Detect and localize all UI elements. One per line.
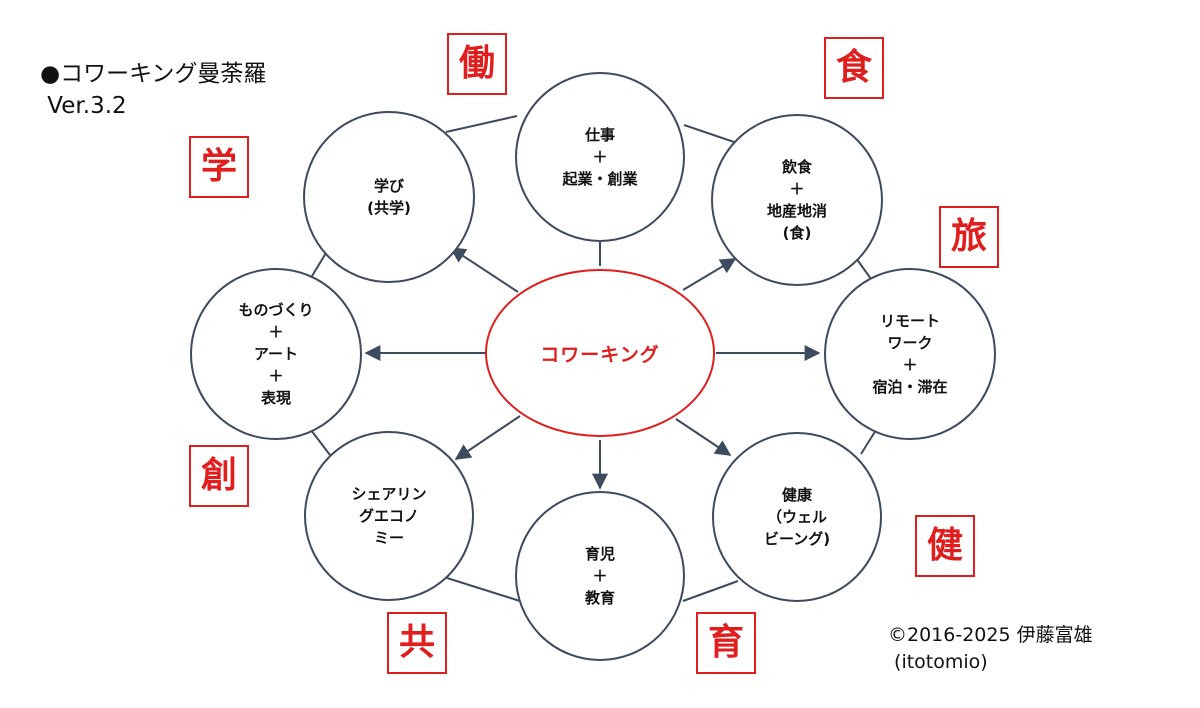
kanji-box-health: 健	[915, 515, 975, 577]
arrow-to-learn	[449, 247, 519, 293]
node-line: ＋	[789, 180, 805, 198]
node-line: ＋	[592, 148, 608, 166]
node-line: (共学)	[367, 199, 411, 217]
node-line: ＋	[902, 356, 918, 374]
node-line: 教育	[584, 589, 615, 607]
kanji-box-food: 食	[824, 37, 884, 99]
kanji-label: 健	[926, 525, 963, 566]
node-line: 地産地消	[766, 202, 827, 220]
node-health: 健康 （ウェル ビーング)	[712, 432, 882, 602]
diagram-title: ●コワーキング曼荼羅 Ver.3.2	[40, 58, 266, 122]
kanji-box-nurture: 育	[696, 612, 756, 674]
kanji-box-create: 創	[189, 445, 249, 507]
node-line: 飲食	[781, 158, 812, 176]
node-food: 飲食 ＋ 地産地消 (食)	[711, 114, 883, 286]
center-node-coworking: コワーキング	[485, 269, 715, 437]
kanji-box-learn: 学	[189, 136, 249, 198]
author-handle: (itotomio)	[888, 651, 988, 673]
kanji-label: 働	[458, 43, 495, 84]
node-line: ミー	[373, 529, 404, 547]
node-line: 表現	[260, 389, 291, 407]
node-line: 仕事	[584, 126, 615, 144]
node-line: 宿泊・滞在	[872, 378, 948, 396]
arrow-to-share	[454, 415, 521, 460]
ring-link-work-food	[683, 124, 738, 144]
kanji-label: 旅	[950, 216, 987, 257]
kanji-box-work: 働	[447, 33, 507, 95]
node-line: ビーング)	[763, 530, 831, 548]
ring-link-remote-health	[860, 429, 877, 455]
node-line: （ウェル	[766, 508, 827, 526]
ring-link-food-remote	[855, 257, 872, 280]
node-work: 仕事 ＋ 起業・創業	[515, 72, 685, 242]
arrow-to-health	[675, 418, 732, 456]
center-label: コワーキング	[540, 343, 660, 366]
node-line: ものづくり	[238, 301, 314, 319]
node-line: ＋	[592, 567, 608, 585]
node-line: グエコノ	[358, 507, 419, 525]
node-sharing-economy: シェアリン グエコノ ミー	[304, 431, 474, 601]
node-making: ものづくり ＋ アート ＋ 表現	[190, 268, 362, 440]
copyright-credit: ©2016-2025 伊藤富雄 (itotomio)	[888, 622, 1093, 676]
node-line: ＋	[268, 323, 284, 341]
ring-link-learn-work	[445, 115, 518, 133]
kanji-label: 共	[398, 622, 435, 663]
kanji-label: 食	[835, 47, 872, 88]
node-line: 起業・創業	[562, 170, 638, 188]
node-childcare: 育児 ＋ 教育	[515, 491, 685, 661]
node-line: シェアリン	[351, 485, 427, 503]
ring-link-health-child	[682, 580, 739, 602]
diagram-version: Ver.3.2	[40, 93, 127, 119]
kanji-label: 学	[200, 146, 237, 187]
kanji-box-travel: 旅	[939, 206, 999, 268]
node-line: 健康	[781, 486, 812, 504]
copyright-line: ©2016-2025 伊藤富雄	[888, 624, 1093, 646]
ring-link-share-make	[310, 429, 331, 456]
kanji-label: 創	[200, 455, 237, 496]
node-line: アート	[253, 345, 299, 363]
ring-link-child-share	[446, 577, 521, 602]
kanji-label: 育	[707, 622, 744, 663]
kanji-box-together: 共	[387, 612, 447, 674]
node-line: (食)	[782, 224, 812, 242]
arrow-to-food	[682, 258, 737, 291]
node-line: 学び	[373, 177, 404, 195]
diagram-title-line: ●コワーキング曼荼羅	[40, 61, 267, 87]
node-remote: リモート ワーク ＋ 宿泊・滞在	[824, 268, 996, 440]
node-line: 育児	[584, 545, 615, 563]
node-line: ＋	[268, 367, 284, 385]
node-line: リモート	[879, 312, 940, 330]
node-learning: 学び (共学)	[303, 111, 475, 283]
node-line: ワーク	[887, 334, 933, 352]
